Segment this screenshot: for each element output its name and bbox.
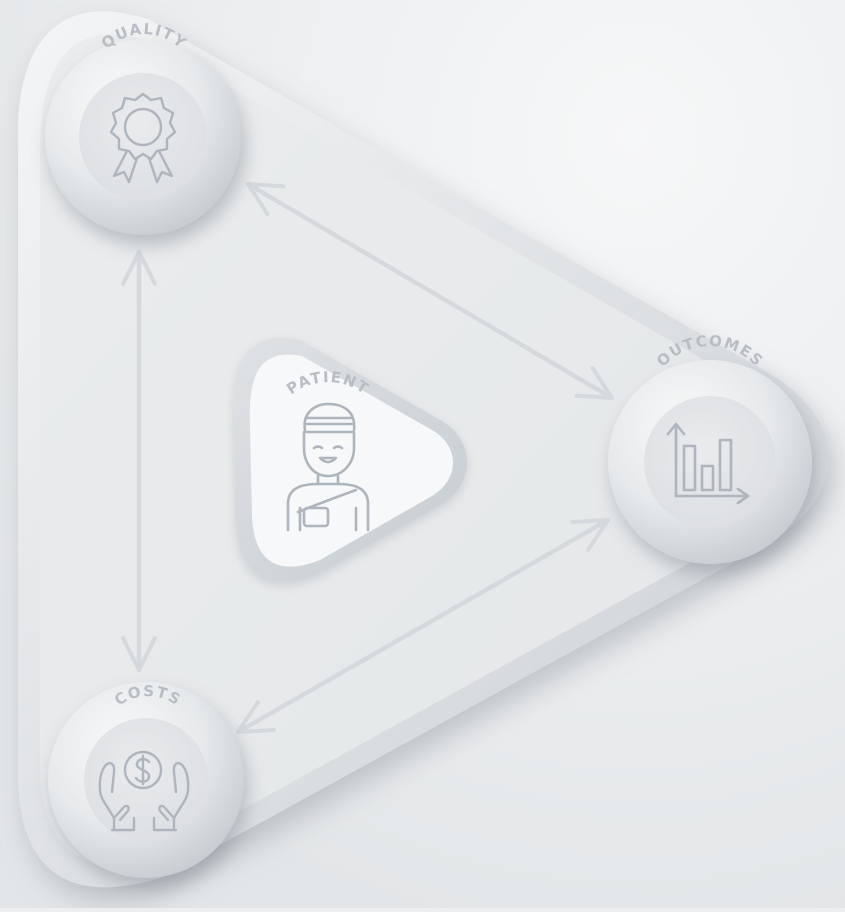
patient-node: PATIENT — [233, 338, 467, 582]
bar-chart-icon — [666, 422, 750, 505]
injured-patient-icon — [286, 402, 370, 532]
quality-node: QUALITY — [45, 20, 241, 235]
hands-dollar-coin-icon — [98, 750, 190, 832]
costs-node: COSTS — [48, 682, 244, 878]
connector-arrows — [121, 181, 615, 735]
outcomes-node: OUTCOMES — [608, 332, 812, 564]
arrow-costs-outcomes — [235, 517, 611, 735]
award-badge-icon — [109, 92, 177, 184]
arrow-quality-outcomes — [245, 181, 615, 401]
